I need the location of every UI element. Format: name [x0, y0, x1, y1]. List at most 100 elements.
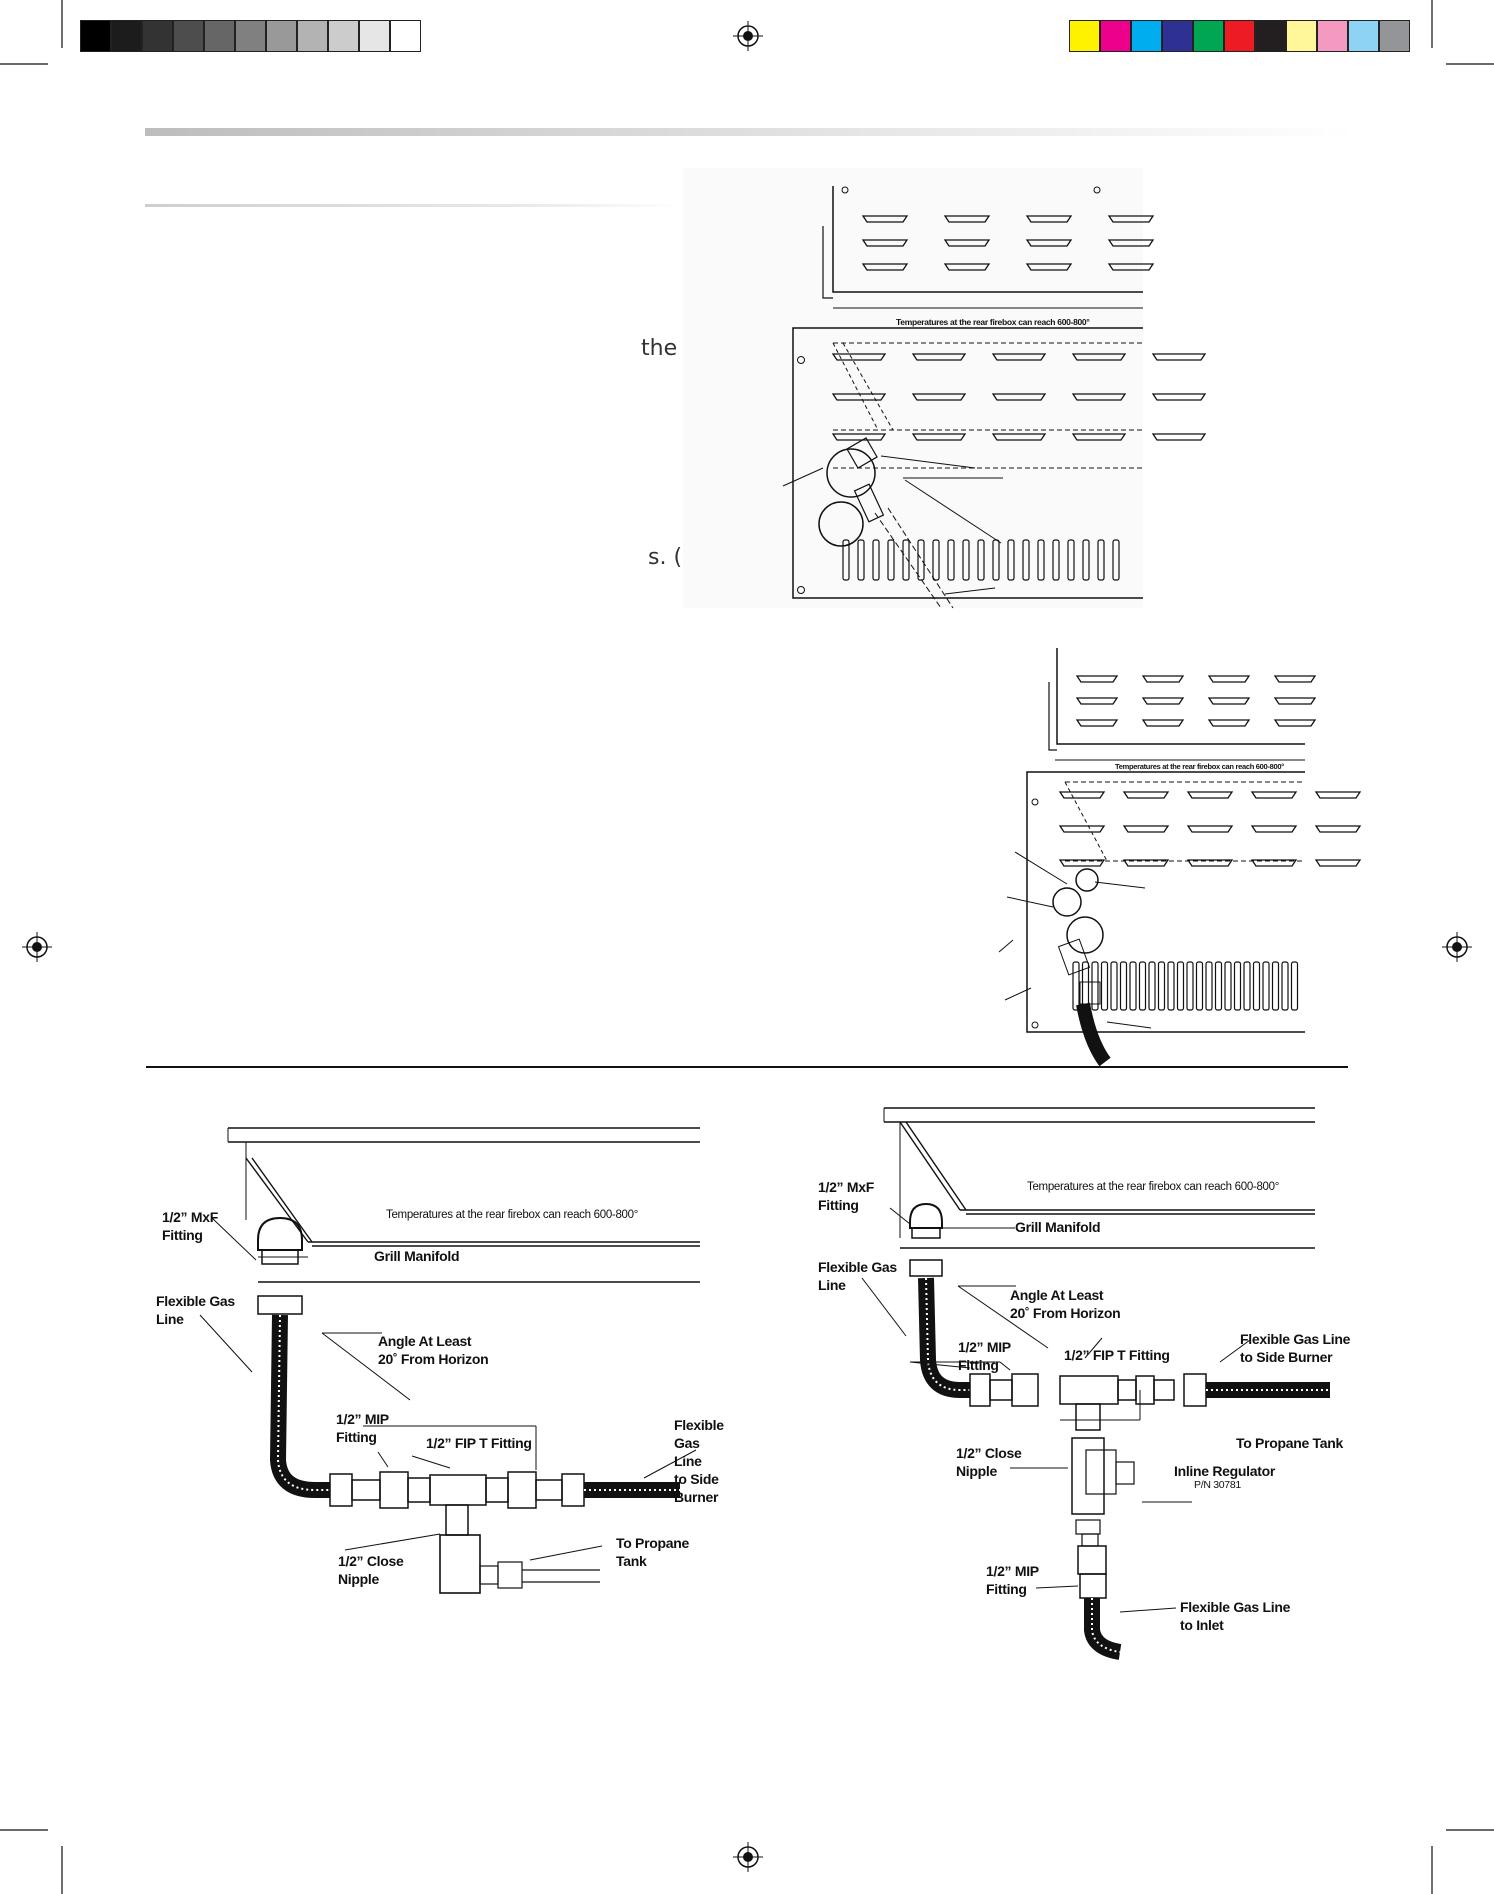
color-swatch [359, 20, 390, 52]
vent-slot [1273, 697, 1317, 705]
grille-slot [1072, 961, 1080, 1011]
label-flexible-gas-line: Flexible Gas Line [156, 1293, 235, 1327]
label-flexible-gas-line: Flexible Gas Line [818, 1259, 897, 1293]
registration-target-icon [733, 1842, 763, 1872]
vent-slot [1107, 263, 1155, 271]
registration-target-icon [22, 932, 52, 962]
vent-slot [1025, 263, 1073, 271]
grille-slot [962, 539, 970, 581]
grille-slot [977, 539, 985, 581]
firebox-warning: Temperatures at the rear firebox can rea… [1027, 1181, 1280, 1193]
label-angle: Angle At Least 20˚ From Horizon [378, 1333, 489, 1367]
vent-slot [1207, 697, 1251, 705]
color-swatch [1100, 20, 1131, 52]
vent-slot [831, 353, 887, 361]
grille-slot [1097, 539, 1105, 581]
grille-slot [1176, 961, 1185, 1011]
vent-slot [1025, 239, 1073, 247]
color-swatch [1193, 20, 1224, 52]
grille-slot [1112, 539, 1120, 581]
color-swatch [1162, 20, 1193, 52]
vent-slot [831, 433, 887, 441]
vent-slot [991, 393, 1047, 401]
vent-slot [1186, 825, 1234, 833]
color-swatch [1286, 20, 1317, 52]
vent-slot [911, 433, 967, 441]
grayscale-registration-bar [80, 20, 424, 52]
color-swatch [235, 20, 266, 52]
section-divider [146, 1066, 1348, 1068]
grille-slot [1252, 961, 1261, 1011]
label-inline-regulator: Inline Regulator [1174, 1463, 1275, 1479]
color-swatch [111, 20, 142, 52]
grille-slot [992, 539, 1000, 581]
vent-slot [1273, 675, 1317, 683]
grille-slot [1067, 539, 1075, 581]
figure-middle-grill-rear: Temperatures at the rear firebox can rea… [955, 632, 1362, 1072]
grille-slot [1290, 961, 1299, 1011]
grille-slot [1022, 539, 1030, 581]
grille-slot [887, 539, 895, 581]
vent-slot [831, 393, 887, 401]
color-swatch [1131, 20, 1162, 52]
grille-slot [1138, 961, 1147, 1011]
firebox-warning: Temperatures at the rear firebox can rea… [1115, 762, 1284, 771]
grille-slot [1110, 961, 1118, 1011]
vent-slot [1151, 433, 1207, 441]
vent-slot [1058, 825, 1106, 833]
grille-slot [1100, 961, 1109, 1011]
grille-slot [932, 539, 940, 581]
vent-slot [1071, 393, 1127, 401]
grille-slot [842, 539, 850, 581]
label-mxf-fitting: 1/2” MxF Fitting [818, 1179, 874, 1213]
grille-slot [1281, 961, 1289, 1011]
label-to-propane-tank: To Propane Tank [616, 1535, 689, 1569]
vent-slot [1314, 825, 1362, 833]
vent-slot [943, 239, 991, 247]
grille-slot [1157, 961, 1166, 1011]
vent-slot [1151, 353, 1207, 361]
header-gradient-bar [145, 128, 1355, 136]
color-swatch [1224, 20, 1255, 52]
vent-slot [1025, 215, 1073, 223]
vent-slot [1071, 353, 1127, 361]
color-swatch [1348, 20, 1379, 52]
vent-slot [1250, 825, 1298, 833]
registration-target-icon [1442, 932, 1472, 962]
label-mip-fitting: 1/2” MIP Fitting [958, 1339, 1011, 1373]
color-registration-bar [1069, 20, 1413, 52]
grille-slot [1082, 539, 1090, 581]
vent-slot [991, 433, 1047, 441]
grille-slot [917, 539, 925, 581]
color-swatch [1069, 20, 1100, 52]
vent-slot [1058, 791, 1106, 799]
grille-slot [1091, 961, 1099, 1011]
vent-slot [1107, 239, 1155, 247]
vent-slot [1122, 825, 1170, 833]
grille-slot [1167, 961, 1175, 1011]
section-rule [145, 204, 685, 207]
label-fip-t-fitting: 1/2” FIP T Fitting [1064, 1347, 1170, 1363]
color-swatch [204, 20, 235, 52]
vent-slot [911, 393, 967, 401]
label-close-nipple: 1/2” Close Nipple [956, 1445, 1022, 1479]
vent-slot [1141, 719, 1185, 727]
vent-slot [861, 239, 909, 247]
vent-slot [1107, 215, 1155, 223]
color-swatch [390, 20, 421, 52]
grille-slot [1081, 961, 1090, 1011]
grille-slot [1205, 961, 1213, 1011]
grille-slot [1233, 961, 1242, 1011]
label-fip-t-fitting: 1/2” FIP T Fitting [426, 1435, 532, 1451]
vent-slot [943, 215, 991, 223]
vent-slot [1186, 859, 1234, 867]
vent-slot [1075, 675, 1119, 683]
vent-slot [1273, 719, 1317, 727]
grille-slot [902, 539, 910, 581]
grille-slot [1214, 961, 1223, 1011]
vent-slot [1314, 791, 1362, 799]
grille-slot [872, 539, 880, 581]
grille-slot [857, 539, 865, 581]
label-mip-fitting: 1/2” MIP Fitting [336, 1411, 389, 1445]
